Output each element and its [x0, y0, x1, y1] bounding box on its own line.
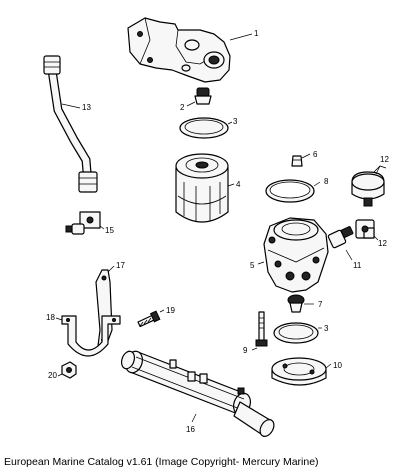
callout-9: 9	[243, 346, 248, 355]
callout-14: 13	[82, 103, 91, 112]
callout-13: 12	[380, 155, 389, 164]
seal-ring-lower-part[interactable]	[273, 322, 319, 344]
callout-5: 5	[250, 261, 255, 270]
nipple-fitting-part[interactable]	[194, 87, 212, 105]
callout-6: 6	[313, 150, 318, 159]
filter-adapter-part[interactable]	[127, 17, 231, 83]
screw-part[interactable]	[137, 310, 161, 328]
oil-hose-part[interactable]	[43, 55, 98, 193]
callout-11: 11	[353, 261, 362, 270]
callout-17: 17	[116, 261, 125, 270]
callout-7: 7	[318, 300, 323, 309]
oil-filter-part[interactable]	[175, 153, 229, 223]
callout-3-lower: 3	[324, 324, 329, 333]
nut-part[interactable]	[61, 361, 77, 379]
bolt-part[interactable]	[255, 311, 268, 347]
oil-cooler-part[interactable]	[119, 349, 276, 439]
callout-4: 4	[236, 180, 241, 189]
filter-base-part[interactable]	[271, 357, 327, 386]
callout-19: 19	[166, 306, 175, 315]
housing-fitting-part[interactable]	[287, 294, 305, 313]
adapter-fitting-part[interactable]	[355, 219, 375, 239]
seal-ring-upper-part[interactable]	[179, 117, 229, 139]
callout-18: 18	[46, 313, 55, 322]
callout-16: 16	[186, 425, 195, 434]
parts-exploded-diagram: 1 2 3 4 13 15	[43, 17, 389, 439]
catalog-caption: European Marine Catalog v1.61 (Image Cop…	[4, 456, 319, 468]
sender-part[interactable]	[351, 165, 387, 207]
gasket-part[interactable]	[265, 179, 315, 203]
callout-1: 1	[254, 29, 259, 38]
callout-20: 20	[48, 371, 57, 380]
callout-15: 15	[105, 226, 114, 235]
callout-12: 12	[378, 239, 387, 248]
callout-10: 10	[333, 361, 342, 370]
callout-3-upper: 3	[233, 117, 238, 126]
plug-part[interactable]	[291, 155, 303, 167]
callout-2: 2	[180, 103, 185, 112]
fitting-part[interactable]	[327, 226, 354, 249]
clamp-part[interactable]	[61, 315, 121, 357]
callout-8: 8	[324, 177, 329, 186]
filter-housing-part[interactable]	[263, 217, 329, 293]
elbow-fitting-part[interactable]	[65, 211, 101, 235]
